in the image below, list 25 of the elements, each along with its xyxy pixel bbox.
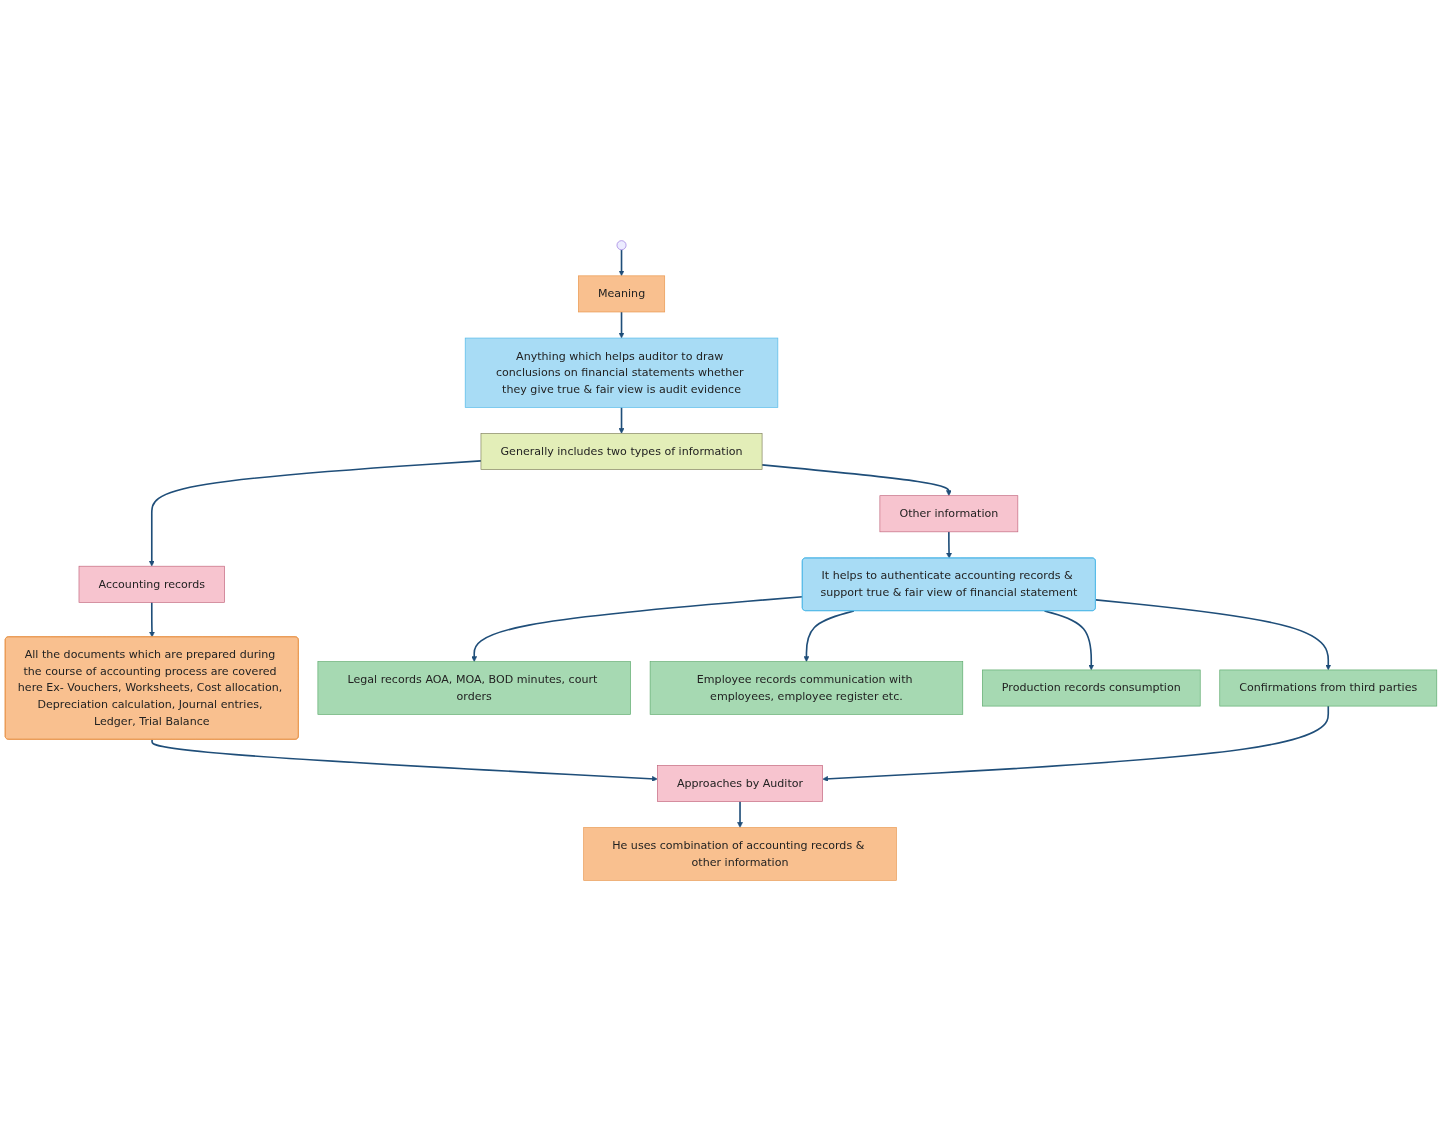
node-box: Accounting records [78, 565, 225, 603]
node-box: He uses combination of accounting records & other information [583, 827, 897, 881]
arrow [803, 610, 855, 662]
arrow [151, 738, 658, 782]
node-box: Generally includes two types of information [480, 433, 763, 470]
arrow [761, 464, 952, 496]
arrow [618, 311, 625, 339]
node-box: Employee records communication with employees, employee register etc. [649, 661, 964, 715]
arrow [149, 601, 155, 638]
arrow [737, 800, 743, 828]
arrow [822, 705, 1330, 782]
arrow [1094, 599, 1332, 671]
arrow [1043, 610, 1095, 671]
arrow [618, 248, 625, 277]
arrow [471, 595, 804, 662]
node-box: Production records consumption [982, 669, 1201, 707]
node-box: Confirmations from third parties [1219, 669, 1438, 707]
node-box: Other information [879, 495, 1019, 533]
node-box: Legal records AOA, MOA, BOD minutes, court orders [317, 661, 631, 715]
node-box: Meaning [578, 275, 666, 313]
node-box: Approaches by Auditor [657, 765, 823, 802]
arrow [618, 406, 625, 434]
arrow [148, 460, 482, 567]
arrow [946, 531, 952, 559]
node-box: Anything which helps auditor to draw conclusions on financial statements whether they give true & fair view is audit evidence [464, 337, 779, 408]
